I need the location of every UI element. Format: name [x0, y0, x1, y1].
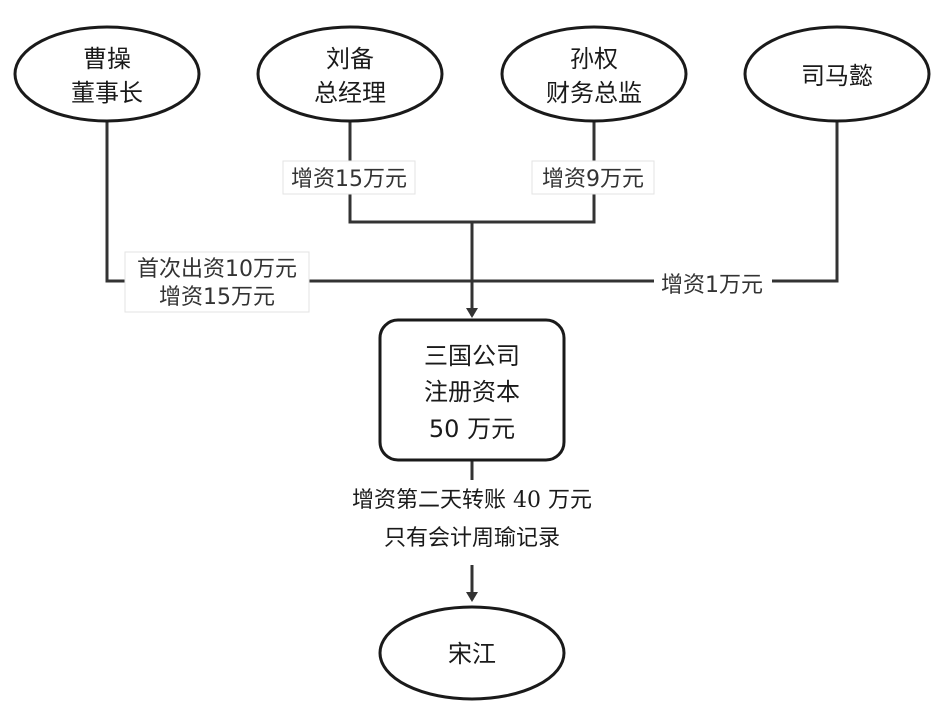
node-liu-bei-name: 刘备	[326, 45, 374, 73]
edge-label-cao-cao: 首次出资10万元 增资15万元	[124, 251, 310, 313]
node-sima-yi: 司马懿	[743, 25, 931, 123]
edge-label-cao-cao-line2: 增资15万元	[159, 285, 275, 310]
node-company-capital-label: 注册资本	[424, 378, 520, 406]
node-sun-quan: 孙权 财务总监	[500, 25, 688, 123]
node-company-name: 三国公司	[424, 342, 520, 370]
node-song-jiang-name: 宋江	[448, 640, 496, 668]
node-cao-cao: 曹操 董事长	[13, 25, 201, 123]
edge-label-liu-bei-text: 增资15万元	[291, 167, 407, 192]
edge-label-sun-quan: 增资9万元	[531, 160, 655, 195]
node-liu-bei-role: 总经理	[314, 79, 386, 107]
edge-label-sima-yi: 增资1万元	[654, 268, 772, 298]
node-liu-bei: 刘备 总经理	[256, 25, 444, 123]
node-cao-cao-name: 曹操	[83, 45, 131, 73]
node-sima-yi-name: 司马懿	[801, 62, 873, 90]
edge-cao-cao	[105, 122, 472, 283]
edge-label-sun-quan-text: 增资9万元	[542, 167, 644, 192]
node-song-jiang: 宋江	[378, 605, 566, 701]
edge-liu-bei	[348, 122, 472, 224]
edge-label-transfer-line1: 增资第二天转账 40 万元	[352, 488, 592, 513]
edge-label-liu-bei: 增资15万元	[282, 160, 416, 195]
edge-label-cao-cao-line1: 首次出资10万元	[137, 257, 297, 282]
edge-sima-yi	[472, 122, 839, 283]
node-sun-quan-name: 孙权	[570, 45, 618, 73]
edge-label-transfer-line2: 只有会计周瑜记录	[384, 526, 560, 551]
edge-label-sima-yi-text: 增资1万元	[661, 273, 763, 298]
node-cao-cao-role: 董事长	[71, 79, 143, 107]
node-company-capital-value: 50 万元	[429, 415, 515, 443]
edge-label-company-to-song: 增资第二天转账 40 万元 只有会计周瑜记录	[352, 488, 592, 551]
node-company: 三国公司 注册资本 50 万元	[378, 318, 566, 462]
node-sun-quan-role: 财务总监	[546, 79, 642, 107]
edge-sun-quan	[472, 122, 596, 224]
